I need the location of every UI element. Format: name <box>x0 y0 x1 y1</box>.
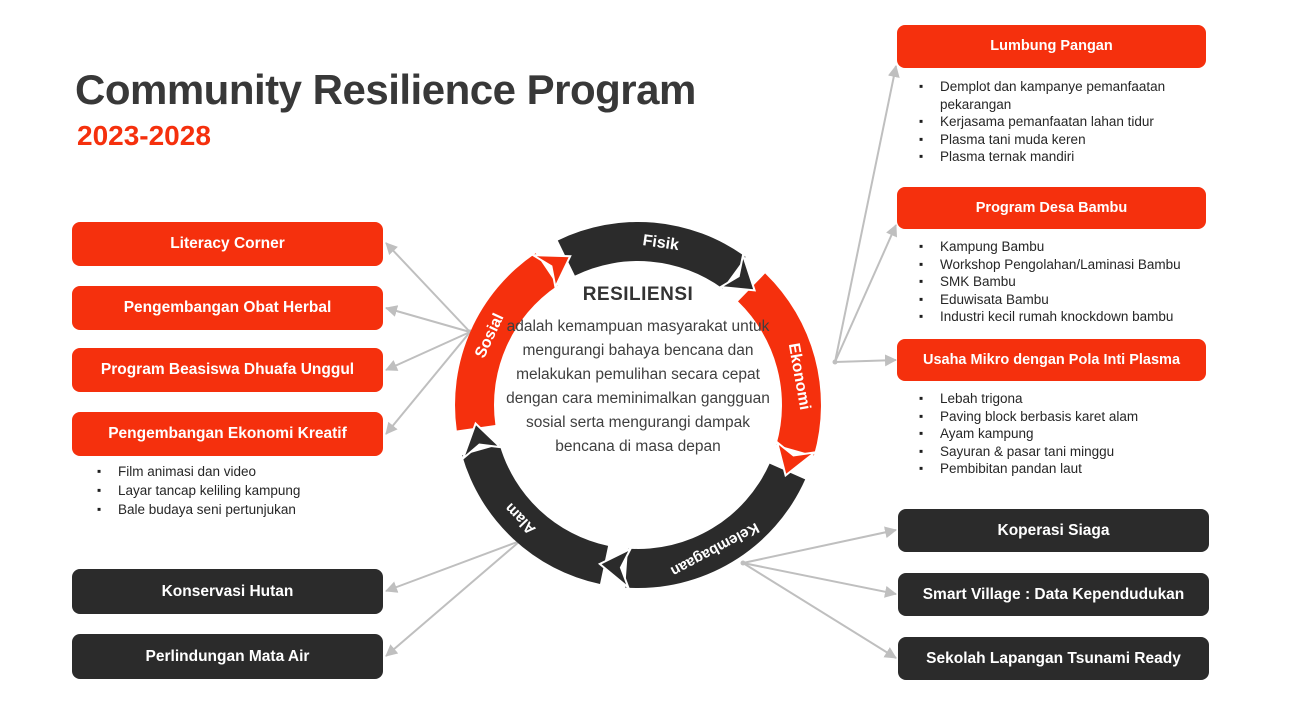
node-label: Pengembangan Ekonomi Kreatif <box>108 425 347 443</box>
node-smart-village-data-kependudukan: Smart Village : Data Kependudukan <box>898 573 1209 616</box>
ring-segment-arrow-ekonomi <box>775 439 819 478</box>
bullet-item: Demplot dan kampanye pemanfaatan pekaran… <box>917 78 1195 113</box>
node-label: Smart Village : Data Kependudukan <box>922 585 1185 603</box>
bullet-item: Ayam kampung <box>917 425 1207 443</box>
ring-segment-fisik <box>557 221 746 289</box>
bullet-item: Film animasi dan video <box>95 462 375 481</box>
bullet-item: Layar tancap keliling kampung <box>95 481 375 500</box>
ring-center-heading: RESILIENSI <box>582 284 694 305</box>
node-label: Konservasi Hutan <box>161 582 294 600</box>
connector-line <box>385 540 521 657</box>
node-pengembangan-obat-herbal: Pengembangan Obat Herbal <box>72 286 383 330</box>
connector-line <box>834 224 898 363</box>
node-usaha-mikro-pola-inti-plasma: Usaha Mikro dengan Pola Inti Plasma <box>897 339 1206 381</box>
bullet-item: Plasma tani muda keren <box>917 131 1195 149</box>
bullet-item: Bale budaya seni pertunjukan <box>95 500 375 519</box>
ring-segment-ekonomi <box>738 273 821 456</box>
page-subtitle: 2023-2028 <box>77 120 211 151</box>
node-sekolah-lapangan-tsunami-ready: Sekolah Lapangan Tsunami Ready <box>898 637 1209 680</box>
node-label: Perlindungan Mata Air <box>145 647 310 665</box>
node-program-beasiswa-dhuafa-unggul: Program Beasiswa Dhuafa Unggul <box>72 348 383 392</box>
bullet-item: Paving block berbasis karet alam <box>917 408 1207 426</box>
node-perlindungan-mata-air: Perlindungan Mata Air <box>72 634 383 679</box>
node-koperasi-siaga: Koperasi Siaga <box>898 509 1209 552</box>
ring-segment-alam <box>462 444 609 584</box>
bullet-item: Kampung Bambu <box>917 238 1207 256</box>
connector-line <box>385 540 521 593</box>
connector-line <box>742 526 897 564</box>
bullet-item: Sayuran & pasar tani minggu <box>917 443 1207 461</box>
ring-segment-arrow-alam <box>460 421 504 462</box>
bullet-item: Kerjasama pemanfaatan lahan tidur <box>917 113 1195 131</box>
bullet-item: Plasma ternak mandiri <box>917 148 1195 166</box>
node-pengembangan-ekonomi-kreatif: Pengembangan Ekonomi Kreatif <box>72 412 383 456</box>
connector-line <box>385 242 471 333</box>
connector-junction-dot <box>832 359 838 365</box>
ring-segment-label-fisik: Fisik <box>642 232 681 254</box>
node-label: Program Beasiswa Dhuafa Unggul <box>100 361 355 379</box>
bullet-item: Lebah trigona <box>917 390 1207 408</box>
ring-center-description: adalah kemampuan masyarakat untuk mengur… <box>506 318 770 456</box>
connector-line <box>834 354 897 367</box>
node-literacy-corner: Literacy Corner <box>72 222 383 266</box>
node-label: Literacy Corner <box>170 235 285 253</box>
node-label: Lumbung Pangan <box>990 38 1113 55</box>
connector-line <box>385 305 471 333</box>
node-label: Pengembangan Obat Herbal <box>123 299 332 317</box>
connector-line <box>742 562 897 598</box>
ekonomi-kreatif-bullet-list: Film animasi dan video Layar tancap keli… <box>95 462 375 519</box>
node-label: Sekolah Lapangan Tsunami Ready <box>926 649 1181 667</box>
bullet-item: Eduwisata Bambu <box>917 291 1207 309</box>
bullet-item: Workshop Pengolahan/Laminasi Bambu <box>917 256 1207 274</box>
ring-segment-arrow-kelembagaan <box>597 546 633 591</box>
node-konservasi-hutan: Konservasi Hutan <box>72 569 383 614</box>
node-program-desa-bambu: Program Desa Bambu <box>897 187 1206 229</box>
lumbung-pangan-bullet-list: Demplot dan kampanye pemanfaatan pekaran… <box>917 78 1195 166</box>
node-label: Koperasi Siaga <box>997 521 1110 539</box>
connector-line <box>834 65 900 363</box>
connector-junction-dot <box>740 560 746 566</box>
connector-line <box>385 331 471 435</box>
desa-bambu-bullet-list: Kampung Bambu Workshop Pengolahan/Lamina… <box>917 238 1207 326</box>
connector-line <box>385 331 471 371</box>
ring-segment-sosial <box>455 253 558 431</box>
node-lumbung-pangan: Lumbung Pangan <box>897 25 1206 68</box>
node-label: Program Desa Bambu <box>975 199 1128 216</box>
usaha-mikro-bullet-list: Lebah trigona Paving block berbasis kare… <box>917 390 1207 478</box>
connector-line <box>742 562 897 659</box>
ring-center-text: RESILIENSI adalah kemampuan masyarakat u… <box>505 284 771 459</box>
bullet-item: Industri kecil rumah knockdown bambu <box>917 308 1207 326</box>
bullet-item: Pembibitan pandan laut <box>917 460 1207 478</box>
ring-segment-arrow-fisik <box>717 251 757 292</box>
page-title: Community Resilience Program <box>75 66 696 113</box>
ring-segment-kelembagaan <box>625 463 806 589</box>
bullet-item: SMK Bambu <box>917 273 1207 291</box>
ring-segment-arrow-sosial <box>529 253 572 291</box>
node-label: Usaha Mikro dengan Pola Inti Plasma <box>922 351 1181 368</box>
